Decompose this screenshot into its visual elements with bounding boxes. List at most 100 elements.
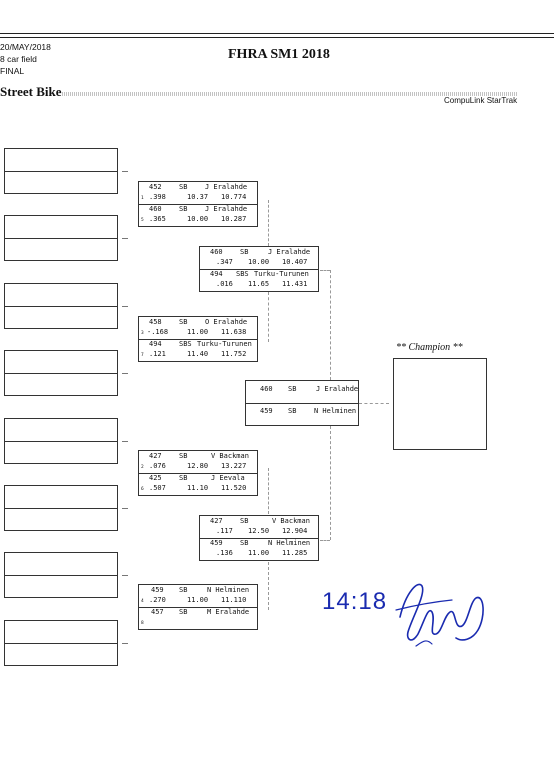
lane-number: 7 xyxy=(141,353,144,358)
entry-number: 457 xyxy=(151,608,164,616)
entry-box xyxy=(4,350,118,396)
reaction-time: .016 xyxy=(216,280,233,288)
entry-name: M Eralahde xyxy=(207,608,250,616)
header-rule-bottom xyxy=(0,37,554,38)
reaction-time: .136 xyxy=(216,549,233,557)
total-time: 11.285 xyxy=(282,549,308,557)
entry-number: 425 xyxy=(149,474,162,482)
entry-name: N Helminen xyxy=(207,586,250,594)
elapsed-time: 11.00 xyxy=(187,328,209,336)
total-time: 11.520 xyxy=(221,484,247,492)
bracket-tick xyxy=(122,171,128,172)
entry-name: J Eralahde xyxy=(205,205,248,213)
match-box-r1-1: 452 SB J Eralahde 1 .398 10.37 10.774 46… xyxy=(138,181,258,227)
entry-number: 494 xyxy=(210,270,223,278)
reaction-time: .398 xyxy=(149,193,166,201)
bracket-connector xyxy=(268,292,269,342)
entry-name: O Eralahde xyxy=(205,318,248,326)
entry-name: V Backman xyxy=(211,452,249,460)
round-name: FINAL xyxy=(0,66,25,76)
entry-class: SB xyxy=(179,183,188,191)
bracket-connector xyxy=(359,403,389,404)
lane-number: 3 xyxy=(141,331,144,336)
entry-name: J Eralahde xyxy=(205,183,248,191)
entry-number: 494 xyxy=(149,340,162,348)
total-time: 10.774 xyxy=(221,193,247,201)
bracket-connector xyxy=(330,426,331,540)
elapsed-time: 12.50 xyxy=(248,527,270,535)
entry-box xyxy=(4,283,118,329)
total-time: 11.110 xyxy=(221,596,247,604)
champion-box xyxy=(393,358,487,450)
handwritten-time: 14:18 xyxy=(322,588,388,615)
entry-box xyxy=(4,418,118,464)
entry-class: SB xyxy=(179,318,188,326)
match-box-r1-2: 458 SB O Eralahde 3 -.168 11.00 11.638 4… xyxy=(138,316,258,362)
match-box-r2-2: 427 SB V Backman .117 12.50 12.904 459 S… xyxy=(199,515,319,561)
reaction-time: -.168 xyxy=(147,328,169,336)
lane-number: 2 xyxy=(141,465,144,470)
match-box-r1-3: 427 SB V Backman 2 .076 12.80 13.227 425… xyxy=(138,450,258,496)
elapsed-time: 10.37 xyxy=(187,193,209,201)
entry-box xyxy=(4,485,118,531)
bracket-tick xyxy=(122,306,128,307)
match-box-r1-4: 459 SB N Helminen 4 .270 11.00 11.110 45… xyxy=(138,584,258,630)
elapsed-time: 11.00 xyxy=(187,596,209,604)
event-date: 20/MAY/2018 xyxy=(0,42,51,52)
total-time: 11.752 xyxy=(221,350,247,358)
total-time: 12.904 xyxy=(282,527,308,535)
bracket-tick xyxy=(122,643,128,644)
bracket-connector xyxy=(268,562,269,610)
entry-number: 458 xyxy=(149,318,162,326)
entry-class: SBS xyxy=(179,340,192,348)
entry-name: J Eralahde xyxy=(268,248,311,256)
elapsed-time: 12.80 xyxy=(187,462,209,470)
reaction-time: .121 xyxy=(149,350,166,358)
entry-number: 460 xyxy=(260,385,273,393)
bracket-tick xyxy=(122,373,128,374)
bracket-connector xyxy=(320,540,330,541)
event-title: FHRA SM1 2018 xyxy=(228,47,330,62)
final-match-box: 460 SB J Eralahde 459 SB N Helminen xyxy=(245,380,359,426)
champion-label: ** Champion ** xyxy=(396,342,463,353)
bracket-connector xyxy=(320,270,330,271)
entry-class: SB xyxy=(179,608,188,616)
class-name: Street Bike xyxy=(0,84,62,99)
entry-class: SB xyxy=(179,474,188,482)
entry-box xyxy=(4,148,118,194)
entry-name: N Helminen xyxy=(268,539,311,547)
lane-number: 5 xyxy=(141,218,144,223)
elapsed-time: 11.10 xyxy=(187,484,209,492)
entry-box xyxy=(4,620,118,666)
entry-number: 427 xyxy=(149,452,162,460)
lane-number: 8 xyxy=(141,621,144,626)
entry-class: SBS xyxy=(236,270,249,278)
entry-class: SB xyxy=(240,539,249,547)
entry-number: 459 xyxy=(260,407,273,415)
entry-name: V Backman xyxy=(272,517,310,525)
elapsed-time: 10.00 xyxy=(187,215,209,223)
bracket-tick xyxy=(122,508,128,509)
reaction-time: .347 xyxy=(216,258,233,266)
entry-number: 460 xyxy=(210,248,223,256)
entry-box xyxy=(4,552,118,598)
entry-class: SB xyxy=(288,407,297,415)
entry-class: SB xyxy=(288,385,297,393)
total-time: 11.638 xyxy=(221,328,247,336)
total-time: 10.407 xyxy=(282,258,308,266)
total-time: 13.227 xyxy=(221,462,247,470)
bracket-tick xyxy=(122,441,128,442)
total-time: 11.431 xyxy=(282,280,308,288)
entry-name: J Eevala xyxy=(211,474,245,482)
lane-number: 6 xyxy=(141,487,144,492)
entry-class: SB xyxy=(179,452,188,460)
bracket-tick xyxy=(122,238,128,239)
lane-number: 1 xyxy=(141,196,144,201)
reaction-time: .270 xyxy=(149,596,166,604)
entry-class: SB xyxy=(179,586,188,594)
elapsed-time: 11.00 xyxy=(248,549,270,557)
reaction-time: .117 xyxy=(216,527,233,535)
entry-name: Turku-Turunen xyxy=(254,270,309,278)
header-rule-top xyxy=(0,33,554,34)
lane-number: 4 xyxy=(141,599,144,604)
